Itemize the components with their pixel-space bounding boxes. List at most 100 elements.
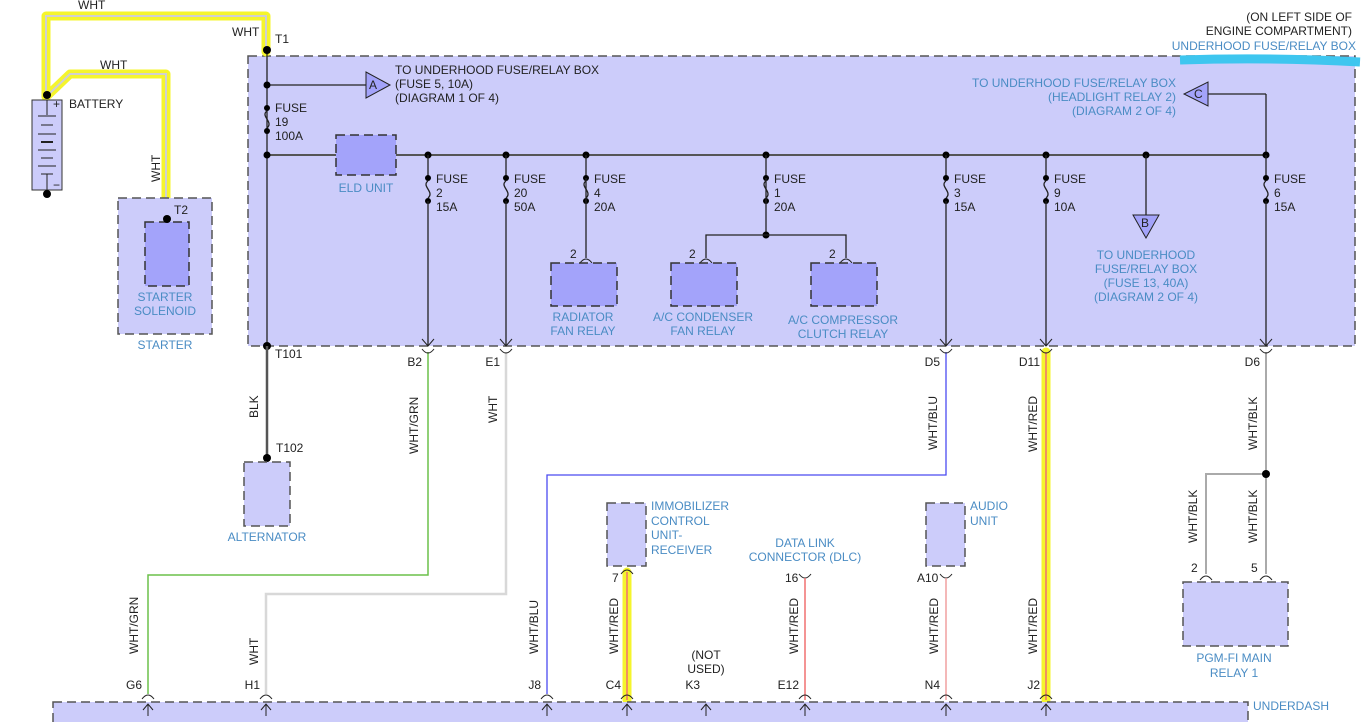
immobilizer-control-unit[interactable] bbox=[606, 502, 647, 567]
pgm-relay-label: PGM-FI MAIN bbox=[1196, 651, 1271, 665]
wire-wht-blu[interactable] bbox=[546, 352, 947, 694]
fuse-rating: 20A bbox=[774, 200, 795, 214]
battery-minus-sign: − bbox=[53, 178, 60, 192]
box-pin-label: E1 bbox=[485, 355, 500, 369]
underdash-pin-h1[interactable]: H1 bbox=[245, 678, 273, 716]
alternator-label: ALTERNATOR bbox=[228, 530, 307, 544]
underdash-pin-label: G6 bbox=[126, 678, 142, 692]
connector-a[interactable] bbox=[365, 71, 392, 99]
wire-wht-blk-branch[interactable] bbox=[1205, 473, 1266, 574]
underdash-pin-k3[interactable]: K3 bbox=[685, 678, 712, 716]
immobilizer-label: CONTROL bbox=[651, 514, 710, 528]
radiator-fan-relay[interactable] bbox=[550, 262, 618, 307]
terminal-t2: T2 bbox=[174, 203, 188, 217]
wire-label: WHT/BLK bbox=[1246, 490, 1260, 543]
terminal-t102: T102 bbox=[276, 441, 304, 455]
underdash-pin-j2[interactable]: J2 bbox=[1027, 678, 1053, 716]
alternator[interactable] bbox=[243, 461, 291, 527]
fuse-number: 1 bbox=[774, 186, 781, 200]
wire-battery-t1[interactable] bbox=[45, 15, 267, 97]
audio-label: UNIT bbox=[970, 514, 999, 528]
fuse-rating: 100A bbox=[275, 129, 303, 143]
connector-c[interactable] bbox=[1182, 81, 1209, 107]
immobilizer-pin: 7 bbox=[612, 571, 619, 585]
wire-label: BLK bbox=[247, 395, 261, 418]
cyan-annotation-mark bbox=[1179, 54, 1361, 67]
wire-label: WHT bbox=[486, 395, 500, 423]
connector-a-text: TO UNDERHOOD FUSE/RELAY BOX bbox=[395, 63, 599, 77]
underdash-pin-label: K3 bbox=[685, 678, 700, 692]
box-pin-d6[interactable]: D6 bbox=[1245, 348, 1273, 369]
box-pin-d11[interactable]: D11 bbox=[1019, 348, 1053, 369]
dlc-label: DATA LINK bbox=[775, 536, 835, 550]
wire-label: WHT/BLU bbox=[926, 396, 940, 450]
connector-a-text: (DIAGRAM 1 OF 4) bbox=[395, 91, 499, 105]
fuse-label: FUSE bbox=[954, 172, 986, 186]
underhood-fuse-relay-box[interactable] bbox=[247, 55, 1356, 347]
fuse-rating: 15A bbox=[954, 200, 975, 214]
box-pin-label: D11 bbox=[1019, 355, 1040, 369]
fuse-label: FUSE bbox=[275, 101, 307, 115]
connector-a-text: (FUSE 5, 10A) bbox=[395, 77, 473, 91]
fuse-number: 6 bbox=[1274, 186, 1281, 200]
wire-label: WHT/GRN bbox=[127, 597, 141, 654]
wire-label: WHT bbox=[100, 58, 128, 72]
fuse-rating: 50A bbox=[514, 200, 535, 214]
battery[interactable] bbox=[31, 91, 63, 198]
eld-unit[interactable] bbox=[335, 134, 397, 176]
pgm-fi-main-relay[interactable] bbox=[1182, 581, 1289, 647]
immobilizer-label: IMMOBILIZER bbox=[651, 499, 729, 513]
wire-wht[interactable] bbox=[264, 352, 508, 694]
wire-label: WHT/RED bbox=[1026, 396, 1040, 452]
underdash-pin-e12[interactable]: E12 bbox=[778, 678, 812, 716]
wire-label: WHT/GRN bbox=[407, 397, 421, 454]
underdash-pin-c4[interactable]: C4 bbox=[606, 678, 634, 716]
box-pin-b2[interactable]: B2 bbox=[407, 348, 435, 369]
box-pin-e1[interactable]: E1 bbox=[485, 348, 513, 369]
wire-label: WHT bbox=[232, 25, 260, 39]
underdash-pin-g6[interactable]: G6 bbox=[126, 678, 155, 716]
fuse-label: FUSE bbox=[594, 172, 626, 186]
wire-label: WHT/RED bbox=[927, 598, 941, 654]
underdash-pin-label: J2 bbox=[1027, 678, 1040, 692]
box-pin-label: D5 bbox=[925, 355, 941, 369]
fuse-label: FUSE bbox=[514, 172, 546, 186]
pgm-pin: 2 bbox=[1191, 561, 1198, 575]
wire-wht-grn[interactable] bbox=[147, 352, 429, 694]
audio-pin: A10 bbox=[917, 571, 939, 585]
underdash-label: UNDERDASH bbox=[1253, 699, 1329, 713]
relay-label: RADIATOR bbox=[553, 310, 614, 324]
wire-battery-starter[interactable] bbox=[47, 73, 167, 216]
box-pin-d5[interactable]: D5 bbox=[925, 348, 953, 369]
connector-c-letter: C bbox=[1194, 87, 1203, 101]
starter-solenoid[interactable] bbox=[144, 221, 190, 287]
box-pin-label: B2 bbox=[407, 355, 422, 369]
fuse-label: FUSE bbox=[1274, 172, 1306, 186]
fuse-rating: 20A bbox=[594, 200, 615, 214]
location-note: ENGINE COMPARTMENT) bbox=[1206, 24, 1352, 38]
relay-label: FAN RELAY bbox=[550, 324, 615, 338]
underdash-pin-label: H1 bbox=[245, 678, 261, 692]
underdash-fuse-box[interactable] bbox=[52, 701, 1249, 722]
wire-label: WHT/BLU bbox=[527, 600, 541, 654]
fuse-19[interactable] bbox=[264, 105, 270, 134]
relay-label: CLUTCH RELAY bbox=[798, 327, 888, 341]
dlc-label: CONNECTOR (DLC) bbox=[749, 550, 861, 564]
wire-label: WHT bbox=[78, 0, 106, 12]
ac-condenser-fan-relay[interactable] bbox=[670, 262, 738, 307]
relay-label: A/C COMPRESSOR bbox=[788, 313, 898, 327]
audio-unit[interactable] bbox=[925, 502, 966, 567]
underdash-pin-n4[interactable]: N4 bbox=[925, 678, 953, 716]
underdash-pin-j8[interactable]: J8 bbox=[528, 678, 554, 716]
connector-b[interactable] bbox=[1132, 214, 1160, 240]
ac-compressor-clutch-relay[interactable] bbox=[810, 262, 878, 307]
wire-label: WHT/BLK bbox=[1186, 490, 1200, 543]
eld-unit-label: ELD UNIT bbox=[339, 181, 394, 195]
